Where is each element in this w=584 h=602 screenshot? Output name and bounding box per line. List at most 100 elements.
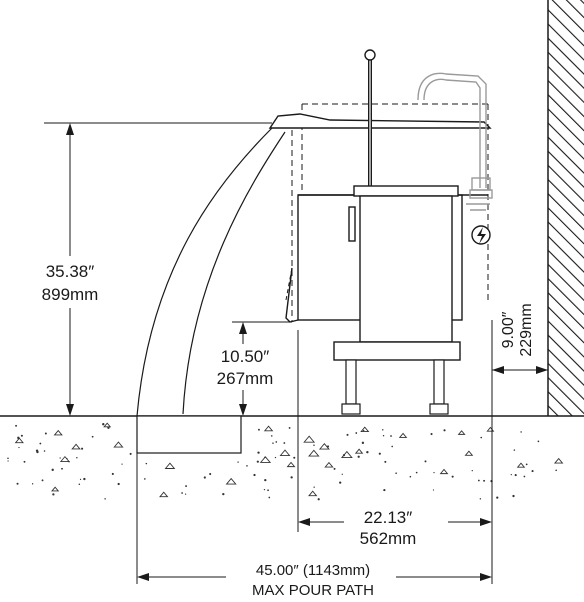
floor-speckle (424, 460, 427, 463)
floor-speckle (479, 498, 482, 500)
floor-speckle (324, 461, 334, 468)
foot-left (341, 403, 361, 415)
floor-speckle (390, 435, 392, 437)
floor-speckle (391, 445, 393, 448)
floor-speckle (159, 491, 169, 498)
floor-speckle (270, 435, 273, 437)
floor-speckle (308, 449, 320, 457)
floor-speckle (464, 450, 474, 456)
floor-speckle (512, 494, 515, 498)
leg-left (345, 359, 357, 405)
floor-speckle (263, 489, 266, 491)
control-pedestal (333, 185, 461, 415)
floor-speckle (104, 498, 106, 500)
floor-speckle (59, 455, 70, 463)
floor-speckle (209, 472, 212, 476)
floor-speckle (222, 492, 225, 496)
floor-speckle (346, 433, 349, 436)
floor-speckle (326, 445, 330, 448)
floor-speckle (246, 465, 248, 467)
floor-speckle (290, 476, 293, 479)
floor-speckle (525, 463, 528, 466)
floor-speckle (78, 483, 81, 486)
floor-speckle (7, 457, 9, 460)
floor-speckle (181, 492, 183, 494)
floor-speckle (496, 496, 499, 499)
floor-speckle (17, 436, 20, 440)
pedestal-base (333, 341, 461, 361)
height-total-imperial: 35.38″ (46, 262, 95, 281)
floor-speckle (264, 456, 266, 459)
floor-speckle (477, 479, 480, 482)
floor-speckle (360, 426, 370, 433)
floor-speckle (279, 449, 291, 456)
floor-speckle (313, 486, 315, 488)
wall-clearance-metric: 229mm (518, 303, 535, 356)
floor-speckle (20, 434, 23, 437)
floor-speckle (510, 473, 512, 476)
floor-speckle (145, 462, 148, 465)
floor-speckle (483, 479, 486, 482)
wall (547, 0, 584, 416)
wall-clearance-imperial: 9.00″ (500, 311, 517, 348)
floor-speckle (523, 475, 526, 478)
floor-speckle (275, 441, 278, 443)
floor-speckle (333, 467, 336, 470)
pedestal-top (353, 185, 459, 197)
floor-speckle (415, 471, 418, 474)
pour-path-label: MAX POUR PATH (252, 582, 374, 599)
floor-drain-pit (136, 415, 242, 454)
floor-speckle (480, 436, 483, 439)
dimension-pour-height: 10.50″ 267mm (206, 322, 282, 416)
floor-speckle (553, 457, 564, 464)
floor-speckle (430, 432, 433, 436)
floor-speckle (18, 446, 20, 449)
floor-speckle (79, 478, 82, 480)
height-total-metric: 899mm (42, 285, 99, 304)
floor-speckle (35, 449, 39, 452)
floor-speckle (76, 457, 78, 459)
pour-height-metric: 267mm (217, 369, 274, 388)
floor-speckle (531, 470, 534, 473)
floor-speckle (268, 496, 271, 499)
floor-speckle (15, 424, 18, 427)
floor-speckle (303, 435, 316, 443)
floor-speckle (258, 428, 260, 431)
floor-speckle (44, 432, 47, 435)
floor (0, 415, 584, 501)
floor-speckle (361, 441, 365, 445)
floor-speckle (103, 422, 112, 428)
leg-right (433, 359, 445, 405)
lever-knob (364, 49, 376, 61)
floor-speckle (267, 489, 269, 492)
floor-speckle (53, 429, 63, 436)
dimension-height-total: 35.38″ 899mm (18, 123, 122, 416)
floor-speckle (121, 463, 123, 465)
faucet (417, 72, 493, 211)
floor-speckle (395, 472, 397, 474)
floor-speckle (471, 470, 473, 472)
floor-speckle (81, 447, 84, 450)
floor-speckle (102, 423, 105, 426)
floor-speckle (339, 481, 342, 484)
floor-speckle (185, 485, 187, 487)
wall-face (548, 0, 584, 416)
door-handle (348, 206, 356, 242)
floor-speckle (256, 460, 259, 463)
floor-speckle (31, 483, 34, 485)
floor-speckle (366, 450, 369, 454)
pedestal-column (359, 195, 453, 343)
floor-speckle (51, 486, 60, 492)
floor-speckle (59, 457, 61, 459)
floor-speckle (355, 432, 358, 434)
floor-speckle (259, 456, 272, 463)
floor-speckle (378, 452, 381, 455)
floor-speckle (363, 429, 365, 432)
floor-speckle (382, 435, 385, 437)
floor-speckle (203, 476, 206, 479)
floor-speckle (264, 478, 267, 482)
dimension-depth: 22.13″ 562mm (298, 506, 492, 550)
floor-speckle (263, 425, 274, 432)
floor-speckle (317, 498, 320, 501)
